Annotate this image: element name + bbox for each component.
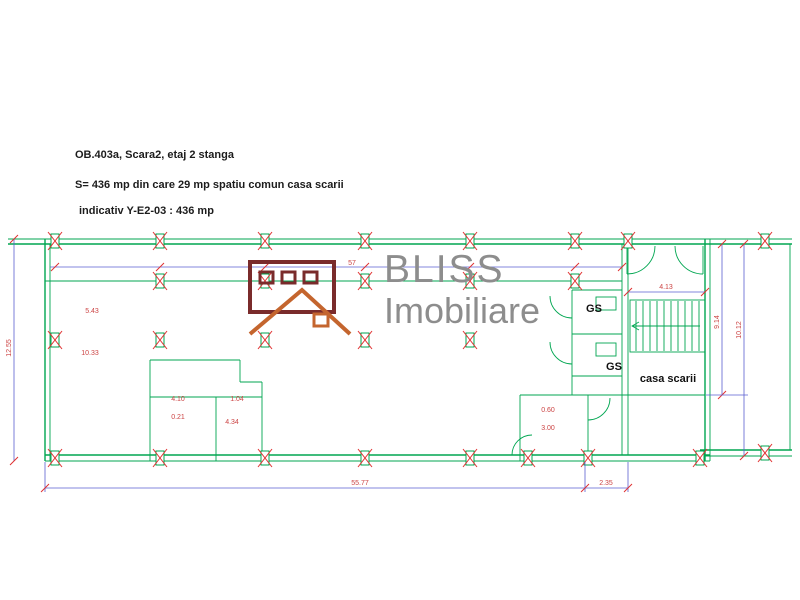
gs-rooms: GS GS xyxy=(586,303,622,373)
dim-room-h: 10.33 xyxy=(81,350,99,357)
staircase: casa scarii xyxy=(629,299,706,385)
dim-021: 0.21 xyxy=(171,414,185,421)
dim-right-outer: 10.12 xyxy=(736,321,743,339)
door-arcs xyxy=(511,245,704,456)
dim-410: 4.10 xyxy=(171,396,185,403)
dim-bottom-main: 55.77 xyxy=(351,480,369,487)
brand-name: BLISS xyxy=(384,248,505,291)
dim-434: 4.34 xyxy=(225,419,239,426)
dim-300: 3.00 xyxy=(541,425,555,432)
house-logo-icon xyxy=(248,260,352,336)
gs-label-1: GS xyxy=(586,303,602,315)
dim-bottom-right: 2.35 xyxy=(599,480,613,487)
dim-room-w: 5.43 xyxy=(85,308,99,315)
dim-right-inner: 9.14 xyxy=(714,315,721,329)
dim-stair-width: 4.13 xyxy=(659,284,673,291)
dim-top-span: 57 xyxy=(348,260,356,267)
dim-left-height: 12.55 xyxy=(6,339,13,357)
plan-area-note: S= 436 mp din care 29 mp spatiu comun ca… xyxy=(75,179,344,191)
dimension-labels: 12.55 57 55.77 2.35 10.12 9.14 4.13 5.43… xyxy=(6,260,743,487)
plan-indicative-note: indicativ Y-E2-03 : 436 mp xyxy=(79,205,214,217)
brand-text: BLISS Imobiliare xyxy=(384,250,540,329)
watermark-logo: BLISS Imobiliare xyxy=(246,250,540,344)
dim-060: 0.60 xyxy=(541,407,555,414)
brand-subname: Imobiliare xyxy=(384,290,541,331)
plan-title: OB.403a, Scara2, etaj 2 stanga xyxy=(75,149,234,161)
dim-104: 1.04 xyxy=(230,396,244,403)
gs-label-2: GS xyxy=(606,361,622,373)
staircase-label: casa scarii xyxy=(640,373,696,385)
